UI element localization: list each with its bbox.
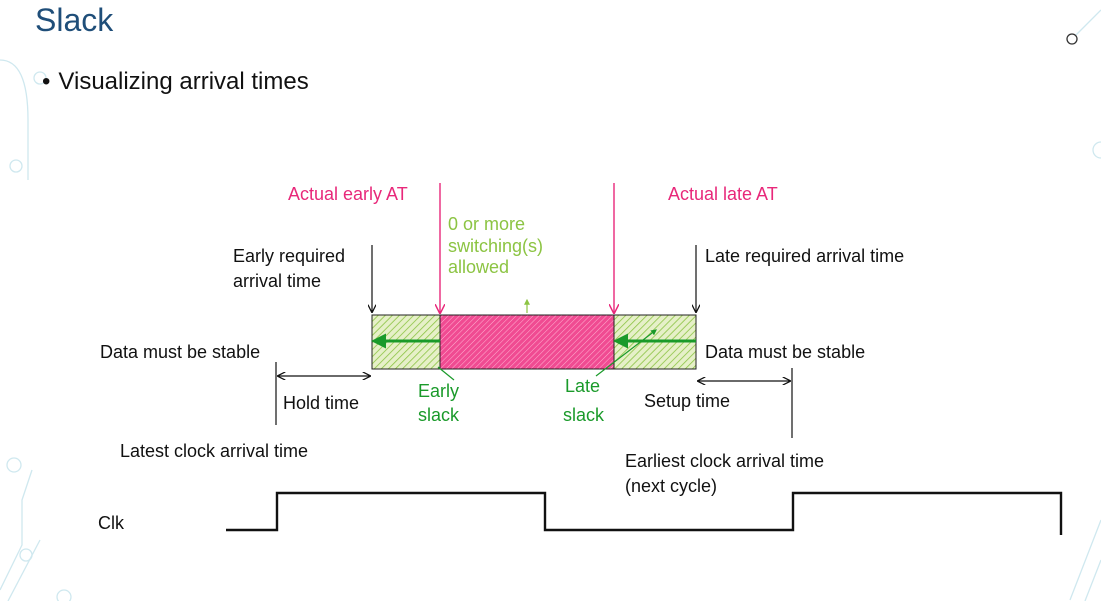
label-switching-line1: 0 or more <box>448 214 526 234</box>
late-slack-pointer <box>595 329 657 377</box>
label-actual-late-at: Actual late AT <box>668 184 778 204</box>
bullet-icon: • <box>42 68 51 95</box>
label-late-slack-line2: slack <box>563 405 605 425</box>
label-early-slack-line2: slack <box>418 405 460 425</box>
label-late-required: Late required arrival time <box>705 246 905 266</box>
label-switching-line2: switching(s) <box>448 236 544 256</box>
label-data-stable-left: Data must be stable <box>100 342 261 362</box>
label-earliest-clock-line2: (next cycle) <box>625 476 718 496</box>
clock-waveform <box>226 491 1063 535</box>
label-latest-clock: Latest clock arrival time <box>120 441 309 461</box>
switching-window <box>439 314 615 370</box>
label-early-slack-line1: Early <box>418 381 460 401</box>
early-slack-pointer <box>437 366 455 381</box>
label-setup-time: Setup time <box>644 391 731 411</box>
decoration-circuit-right <box>1066 9 1101 601</box>
label-clk: Clk <box>98 513 124 533</box>
decoration-circuit-left <box>0 59 72 601</box>
label-late-slack-line1: Late <box>565 376 601 396</box>
label-early-required-line1: Early required <box>233 246 346 266</box>
label-actual-early-at: Actual early AT <box>288 184 408 204</box>
label-switching-line3: allowed <box>448 257 510 277</box>
label-hold-time: Hold time <box>283 393 360 413</box>
label-early-required-line2: arrival time <box>233 271 322 291</box>
label-data-stable-right: Data must be stable <box>705 342 866 362</box>
bullet-item: • Visualizing arrival times <box>42 68 309 96</box>
slide-title: Slack <box>35 2 114 38</box>
bullet-text: Visualizing arrival times <box>58 68 309 95</box>
label-earliest-clock-line1: Earliest clock arrival time <box>625 451 825 471</box>
